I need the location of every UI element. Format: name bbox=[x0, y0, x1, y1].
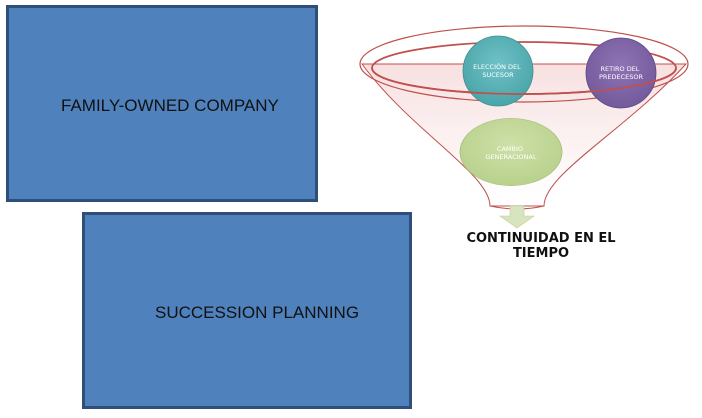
family-owned-company-box: FAMILY-OWNED COMPANY bbox=[6, 5, 318, 202]
succession-planning-label: SUCCESSION PLANNING bbox=[155, 303, 360, 322]
circle-cambio-line2: GENERACIONAL bbox=[485, 153, 537, 161]
down-arrow-icon bbox=[499, 205, 535, 229]
circle-eleccion-line1: ELECCIÓN DEL bbox=[473, 62, 521, 71]
circle-cambio-line1: CAMBIO bbox=[497, 145, 523, 153]
circle-retiro-text: RETIRO DEL PREDECESOR bbox=[599, 65, 644, 81]
circle-eleccion-sucesor bbox=[462, 35, 534, 107]
circle-eleccion-line2: SUCESOR bbox=[482, 71, 514, 79]
circle-retiro-line2: PREDECESOR bbox=[599, 73, 644, 81]
succession-planning-box: SUCCESSION PLANNING bbox=[82, 212, 412, 409]
funnel-rim-outer bbox=[359, 25, 689, 103]
funnel-diagram: ELECCIÓN DEL SUCESOR RETIRO DEL PREDECES… bbox=[359, 25, 689, 229]
funnel-rim-front bbox=[371, 67, 677, 95]
circle-cambio-text: CAMBIO GENERACIONAL bbox=[485, 145, 537, 161]
family-owned-company-label: FAMILY-OWNED COMPANY bbox=[61, 96, 279, 115]
circle-eleccion-text: ELECCIÓN DEL SUCESOR bbox=[473, 62, 523, 79]
continuidad-line1: CONTINUIDAD EN EL bbox=[466, 231, 616, 246]
continuidad-caption: CONTINUIDAD EN EL TIEMPO bbox=[430, 231, 652, 261]
continuidad-line2: TIEMPO bbox=[512, 246, 570, 261]
circle-cambio-generacional bbox=[459, 118, 563, 186]
circle-retiro-line1: RETIRO DEL bbox=[600, 65, 639, 73]
